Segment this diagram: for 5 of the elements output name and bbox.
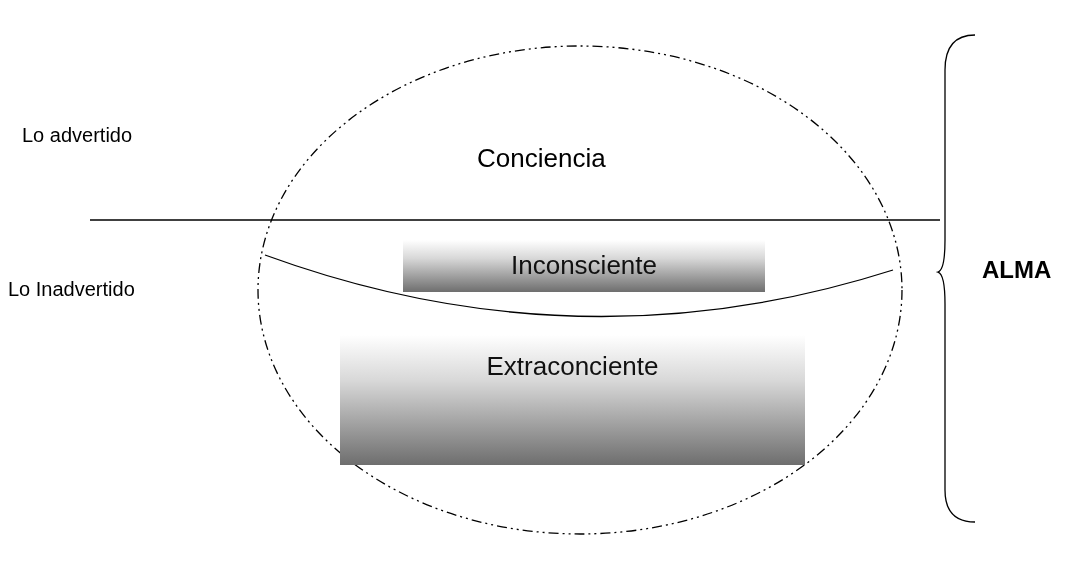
shaded-panel: Inconsciente bbox=[403, 240, 765, 292]
side-label: Lo advertido bbox=[22, 124, 133, 147]
side-label: Lo Inadvertido bbox=[8, 278, 135, 301]
region-label: Conciencia bbox=[477, 143, 606, 174]
brace-label: ALMA bbox=[982, 256, 1052, 284]
